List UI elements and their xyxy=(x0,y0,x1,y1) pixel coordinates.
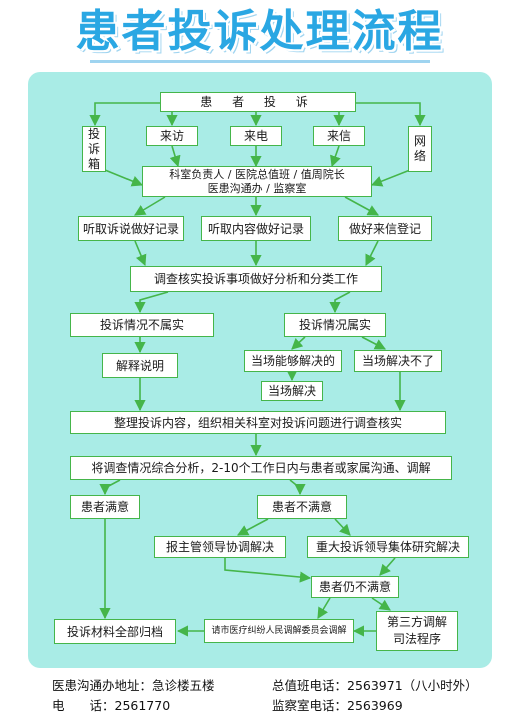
arrow-receivers-record3 xyxy=(344,196,379,216)
arrow-valid-cannotsolve xyxy=(361,336,386,350)
arrow-communicate-satisfied xyxy=(99,479,121,496)
node-channel-phone: 来电 xyxy=(230,126,282,146)
node-unsatisfied: 患者不满意 xyxy=(257,495,347,519)
node-channel-net-char-1: 网 xyxy=(413,134,426,148)
node-channel-net-char-2: 络 xyxy=(413,149,426,163)
arrow-major-still xyxy=(379,557,396,576)
node-cannot-solve: 当场解决不了 xyxy=(354,350,442,372)
arrow-record1-investigate xyxy=(134,240,147,267)
footer-supervision-phone: 监察室电话：2563969 xyxy=(272,698,403,713)
arrow-net-receivers xyxy=(370,169,411,187)
node-third-party: 第三方调解 司法程序 xyxy=(376,611,458,651)
arrow-investigate-notvalid xyxy=(134,291,169,314)
page-title: 患者投诉处理流程 xyxy=(75,6,444,57)
node-channel-box-char-2: 诉 xyxy=(87,141,100,156)
node-receivers-line-1: 科室负责人 / 医院总值班 / 值周院长 xyxy=(169,167,345,181)
node-receivers: 科室负责人 / 医院总值班 / 值周院长 医患沟通办 / 监察室 xyxy=(142,166,372,197)
node-third-party-line-2: 司法程序 xyxy=(392,632,441,646)
node-record-letter: 做好来信登记 xyxy=(338,216,432,241)
arrow-visit-receivers xyxy=(169,145,181,168)
arrow-investigate-valid xyxy=(329,291,351,314)
node-complaint: 患 者 投 诉 xyxy=(160,92,356,112)
node-record-content: 听取内容做好记录 xyxy=(201,216,311,241)
arrow-report-still xyxy=(224,558,312,583)
arrow-receivers-record1 xyxy=(134,196,166,216)
node-channel-visit: 来访 xyxy=(146,126,198,146)
node-explain: 解释说明 xyxy=(102,353,178,378)
node-archive: 投诉材料全部归档 xyxy=(54,619,176,644)
arrow-communicate-unsatisfied xyxy=(289,479,306,496)
node-still-unsatisfied: 患者仍不满意 xyxy=(311,576,399,598)
node-third-party-line-1: 第三方调解 xyxy=(386,615,447,629)
arrow-still-mediation xyxy=(317,597,331,619)
node-investigate: 调查核实投诉事项做好分析和分类工作 xyxy=(130,266,382,292)
arrow-complaint-net xyxy=(355,102,426,127)
footer-office-address: 医患沟通办地址：急诊楼五楼 xyxy=(52,678,215,693)
arrow-complaint-box xyxy=(89,102,160,127)
node-satisfied: 患者满意 xyxy=(70,495,140,519)
arrow-record3-investigate xyxy=(365,240,379,267)
arrow-unsatisfied-report xyxy=(237,518,269,536)
arrow-letter-receivers xyxy=(330,145,341,168)
footer-office-phone: 电 话：2561770 xyxy=(52,698,171,713)
arrow-box-receivers xyxy=(104,169,144,187)
footer-duty-phone: 总值班电话：2563971（八小时外） xyxy=(272,678,478,693)
node-valid: 投诉情况属实 xyxy=(284,313,386,337)
node-receivers-line-2: 医患沟通办 / 监察室 xyxy=(207,181,307,195)
node-channel-net: 网 络 xyxy=(408,126,432,172)
arrow-unsatisfied-major xyxy=(334,518,351,536)
node-channel-box-char-1: 投 xyxy=(87,126,100,141)
node-channel-box: 投 诉 箱 xyxy=(82,126,106,172)
node-solve-now: 当场解决 xyxy=(261,381,323,401)
node-organize: 整理投诉内容，组织相关科室对投诉问题进行调查核实 xyxy=(70,411,446,434)
node-can-solve: 当场能够解决的 xyxy=(244,350,342,372)
node-record-verbal: 听取诉说做好记录 xyxy=(78,216,184,241)
node-channel-letter: 来信 xyxy=(313,126,365,146)
node-major-complaint: 重大投诉领导集体研究解决 xyxy=(307,536,469,558)
node-report-leader: 报主管领导协调解决 xyxy=(154,536,286,558)
node-communicate: 将调查情况综合分析，2-10个工作日内与患者或家属沟通、调解 xyxy=(70,456,452,480)
node-mediation: 请市医疗纠纷人民调解委员会调解 xyxy=(204,619,354,643)
title-underline xyxy=(90,60,430,63)
arrow-valid-cansolve xyxy=(291,336,306,350)
arrow-still-thirdparty xyxy=(371,597,391,611)
node-not-valid: 投诉情况不属实 xyxy=(70,313,214,337)
node-channel-box-char-3: 箱 xyxy=(87,156,100,171)
